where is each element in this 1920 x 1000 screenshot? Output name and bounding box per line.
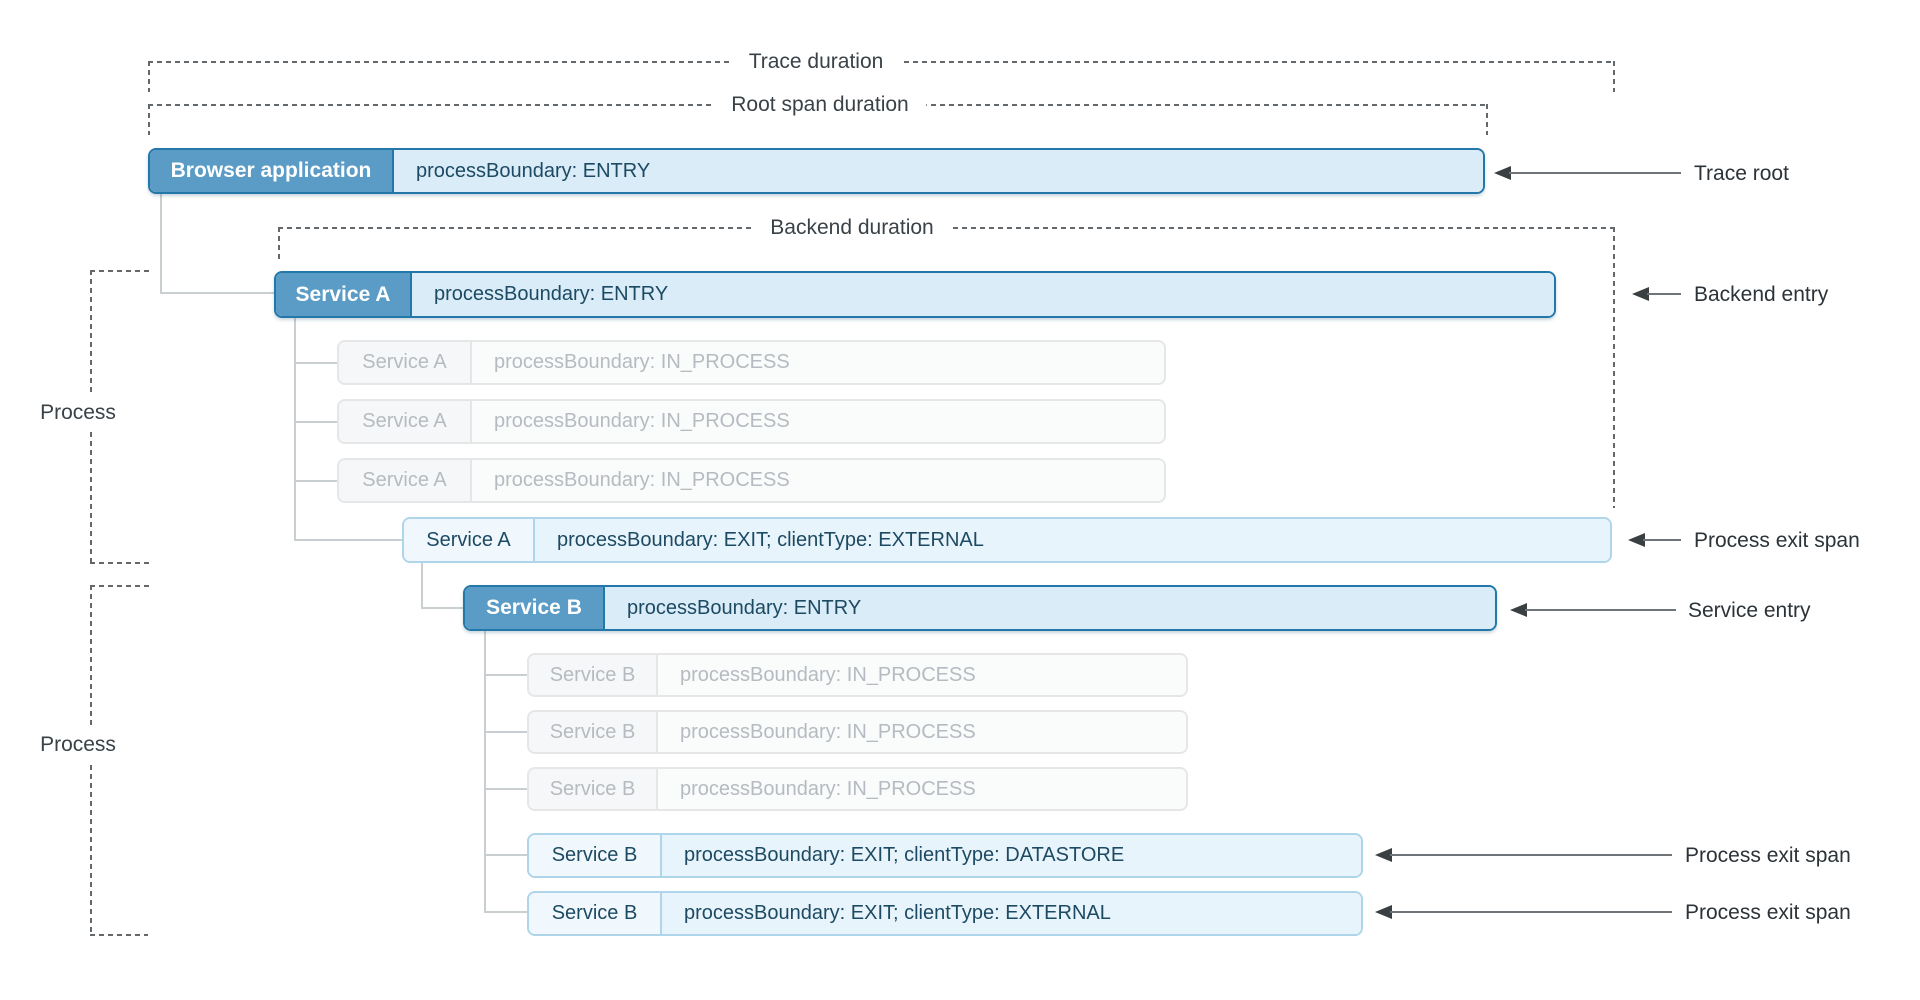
process-bracket-a-bottom (90, 562, 152, 564)
span-service-a-inprocess-2: Service A processBoundary: IN_PROCESS (337, 399, 1166, 444)
span-service-label: Service A (339, 342, 472, 383)
connector-service-a-child-1 (294, 362, 338, 364)
trace-root-arrow-icon (1494, 166, 1511, 180)
span-service-label: Service B (529, 835, 662, 876)
span-detail: processBoundary: EXIT; clientType: EXTER… (535, 519, 1610, 561)
span-service-label: Service B (529, 769, 658, 809)
span-detail: processBoundary: IN_PROCESS (472, 460, 1164, 501)
annotation-backend-entry: Backend entry (1694, 283, 1829, 306)
span-service-a-entry: Service A processBoundary: ENTRY (274, 271, 1556, 318)
span-service-b-entry: Service B processBoundary: ENTRY (463, 585, 1497, 631)
span-service-label: Browser application (150, 150, 394, 192)
span-service-b-exit-external: Service B processBoundary: EXIT; clientT… (527, 891, 1363, 936)
span-service-label: Service B (529, 712, 658, 752)
span-service-label: Service A (339, 460, 472, 501)
process-exit-span-b1-arrow-line (1390, 854, 1672, 856)
connector-browser-to-service-a-h (160, 292, 275, 294)
backend-duration-left-tick (278, 227, 280, 263)
annotation-trace-root: Trace root (1694, 162, 1789, 185)
trace-duration-left-tick (148, 61, 150, 92)
process-label-a: Process (22, 395, 134, 431)
process-exit-span-b2-arrow-line (1390, 911, 1672, 913)
connector-service-b-child-2 (484, 731, 528, 733)
backend-entry-arrow-icon (1632, 287, 1649, 301)
span-service-a-inprocess-1: Service A processBoundary: IN_PROCESS (337, 340, 1166, 385)
backend-entry-arrow-line (1647, 293, 1681, 295)
span-browser-application: Browser application processBoundary: ENT… (148, 148, 1485, 194)
connector-service-b-child-1 (484, 674, 528, 676)
span-detail: processBoundary: ENTRY (394, 150, 1483, 192)
span-detail: processBoundary: IN_PROCESS (472, 401, 1164, 442)
root-span-duration-right-tick (1486, 104, 1488, 135)
process-bracket-b-top (90, 585, 152, 587)
span-detail: processBoundary: IN_PROCESS (658, 655, 1186, 695)
backend-duration-right-tick (1613, 227, 1615, 508)
annotation-process-exit-span-a: Process exit span (1694, 529, 1860, 552)
connector-service-b-child-exit-1 (484, 854, 528, 856)
span-service-b-inprocess-1: Service B processBoundary: IN_PROCESS (527, 653, 1188, 697)
process-bracket-a-top (90, 270, 152, 272)
process-bracket-b-bottom (90, 934, 148, 936)
process-exit-span-b1-arrow-icon (1375, 848, 1392, 862)
process-exit-span-b2-arrow-icon (1375, 905, 1392, 919)
process-label-b: Process (22, 727, 134, 763)
connector-exit-to-service-b-h (421, 607, 464, 609)
connector-browser-to-service-a (160, 194, 162, 293)
backend-duration-label: Backend duration (752, 210, 952, 246)
connector-service-a-child-3 (294, 480, 338, 482)
span-service-label: Service A (404, 519, 535, 561)
process-exit-span-a-arrow-line (1643, 539, 1681, 541)
span-service-b-inprocess-3: Service B processBoundary: IN_PROCESS (527, 767, 1188, 811)
root-span-duration-left-tick (148, 104, 150, 135)
annotation-process-exit-span-b1: Process exit span (1685, 844, 1851, 867)
span-service-label: Service B (529, 655, 658, 695)
span-service-label: Service B (529, 893, 662, 934)
annotation-service-entry: Service entry (1688, 599, 1811, 622)
span-detail: processBoundary: IN_PROCESS (658, 712, 1186, 752)
span-service-a-exit: Service A processBoundary: EXIT; clientT… (402, 517, 1612, 563)
connector-service-a-child-2 (294, 421, 338, 423)
connector-service-a-child-exit (294, 539, 403, 541)
span-service-a-inprocess-3: Service A processBoundary: IN_PROCESS (337, 458, 1166, 503)
process-exit-span-a-arrow-icon (1628, 533, 1645, 547)
span-detail: processBoundary: EXIT; clientType: DATAS… (662, 835, 1361, 876)
service-entry-arrow-line (1525, 609, 1676, 611)
span-service-label: Service B (465, 587, 605, 629)
trace-duration-right-tick (1613, 61, 1615, 92)
connector-service-b-child-exit-2 (484, 911, 528, 913)
span-detail: processBoundary: EXIT; clientType: EXTER… (662, 893, 1361, 934)
span-service-label: Service A (339, 401, 472, 442)
span-service-label: Service A (276, 273, 412, 316)
span-service-b-inprocess-2: Service B processBoundary: IN_PROCESS (527, 710, 1188, 754)
trace-duration-label: Trace duration (730, 44, 902, 80)
connector-service-a-children (294, 317, 296, 541)
span-service-b-exit-datastore: Service B processBoundary: EXIT; clientT… (527, 833, 1363, 878)
service-entry-arrow-icon (1510, 603, 1527, 617)
connector-service-b-child-3 (484, 788, 528, 790)
connector-service-b-children (484, 631, 486, 913)
span-detail: processBoundary: IN_PROCESS (472, 342, 1164, 383)
connector-exit-to-service-b (421, 562, 423, 608)
trace-root-arrow-line (1509, 172, 1681, 174)
span-detail: processBoundary: IN_PROCESS (658, 769, 1186, 809)
span-detail: processBoundary: ENTRY (412, 273, 1554, 316)
root-span-duration-label: Root span duration (713, 87, 927, 123)
span-detail: processBoundary: ENTRY (605, 587, 1495, 629)
annotation-process-exit-span-b2: Process exit span (1685, 901, 1851, 924)
